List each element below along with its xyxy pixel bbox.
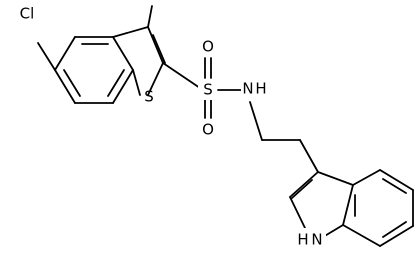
bond xyxy=(317,171,354,186)
bond xyxy=(54,36,76,71)
bond xyxy=(342,184,354,226)
bond xyxy=(289,196,306,229)
bond-n-ch2 xyxy=(249,101,263,141)
bond xyxy=(342,224,381,247)
bond xyxy=(54,69,76,104)
double-bond-inner xyxy=(63,69,81,97)
bond xyxy=(112,69,134,104)
double-bond-inner xyxy=(152,34,166,64)
benzothiophene-benzene-ring xyxy=(54,36,134,104)
bond xyxy=(147,62,164,96)
atom-indole-nitrogen: N xyxy=(311,231,322,249)
bond-ch2-indole xyxy=(299,139,319,173)
label-bg xyxy=(241,79,267,99)
bond-methyl xyxy=(147,5,153,28)
atom-amide-hydrogen: H xyxy=(255,80,266,98)
atom-amide-nitrogen: N xyxy=(242,80,253,98)
double-bond-inner xyxy=(382,221,407,238)
double-bond-inner xyxy=(291,179,313,199)
double-bond-inner xyxy=(107,69,125,97)
atom-chlorine: Cl xyxy=(20,5,35,23)
label-bg xyxy=(198,80,214,100)
atom-oxygen-bottom: O xyxy=(202,121,214,139)
bond xyxy=(289,171,319,198)
bond xyxy=(379,169,414,191)
bond xyxy=(352,169,381,186)
bond-cl xyxy=(37,42,56,71)
bond xyxy=(379,225,414,247)
thiophene-ring xyxy=(112,26,166,96)
atom-thiophene-sulfur: S xyxy=(144,88,154,106)
atom-oxygen-top: O xyxy=(202,38,214,56)
indole-benzene-ring xyxy=(342,169,414,247)
bond xyxy=(147,26,164,64)
bond xyxy=(112,36,134,71)
bond xyxy=(132,69,141,96)
indole-pyrrole-ring xyxy=(289,171,354,241)
atom-sulfonyl-sulfur: S xyxy=(203,81,213,99)
bond-c-s xyxy=(162,62,201,89)
atom-indole-hydrogen: H xyxy=(297,231,308,249)
bond xyxy=(112,26,149,38)
label-bg xyxy=(296,228,326,248)
double-bond-inner xyxy=(382,178,407,194)
